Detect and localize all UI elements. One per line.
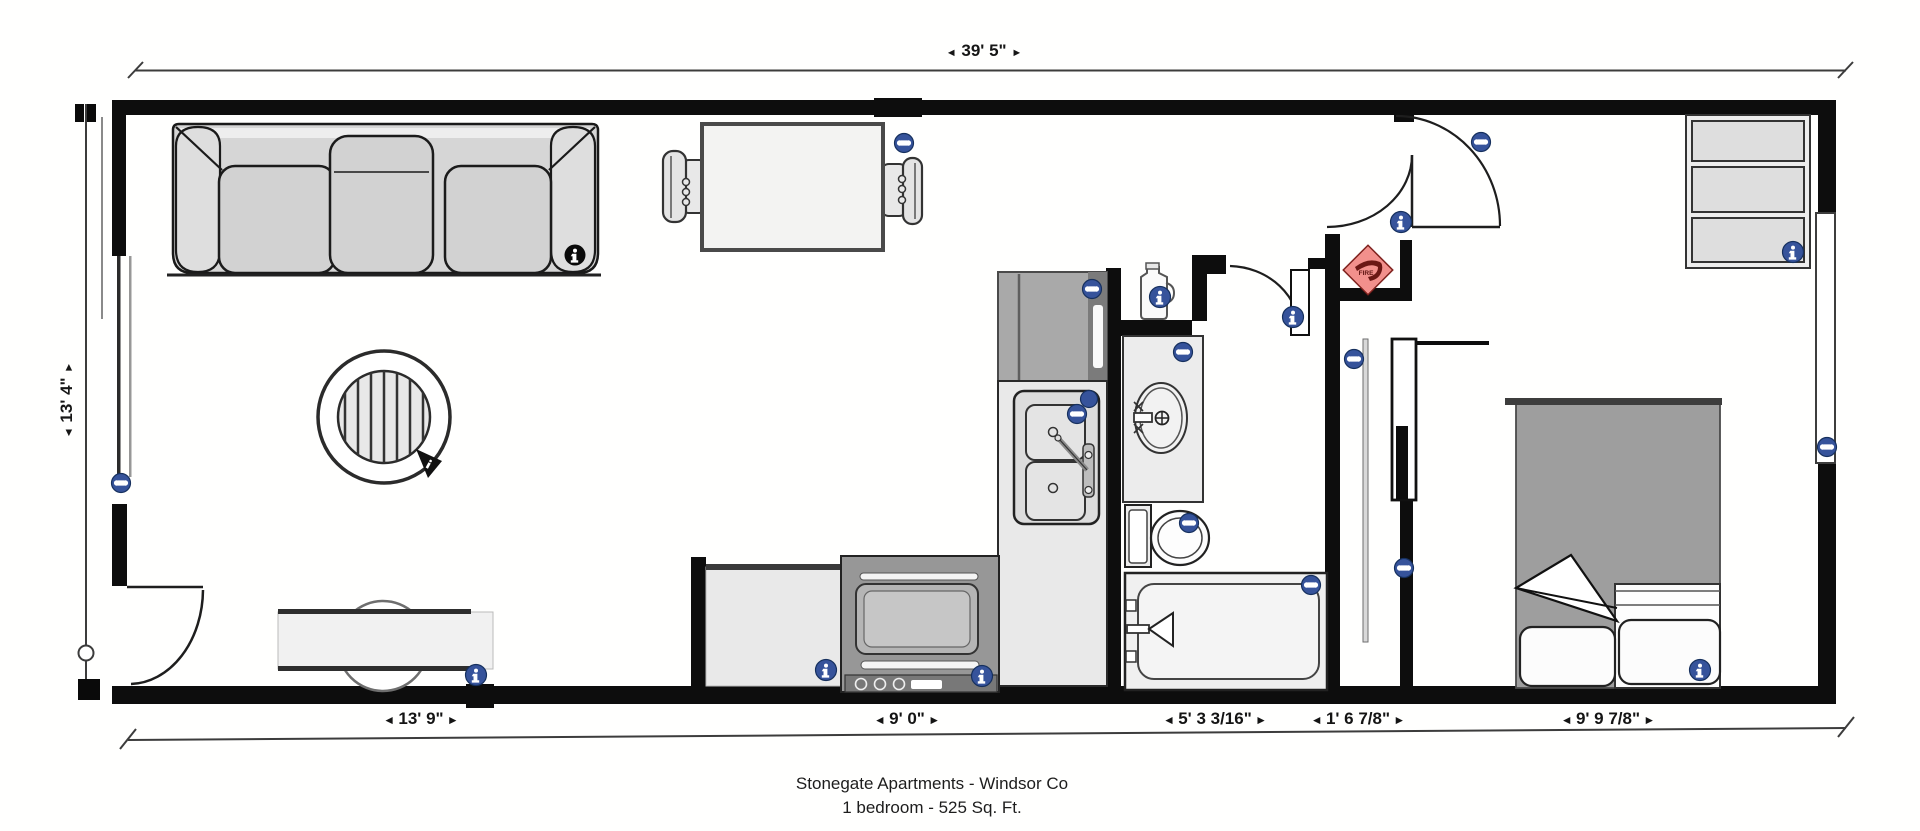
svg-text:◄ 9' 9 7/8" ►: ◄ 9' 9 7/8" ► (1561, 709, 1656, 728)
svg-text:◄ 9' 0" ►: ◄ 9' 0" ► (874, 709, 940, 728)
svg-text:Stonegate Apartments - Windsor: Stonegate Apartments - Windsor Co (796, 774, 1068, 793)
svg-text:◄ 13' 9" ►: ◄ 13' 9" ► (383, 709, 459, 728)
svg-text:◄ 5' 3 3/16" ►: ◄ 5' 3 3/16" ► (1163, 709, 1267, 728)
svg-text:1 bedroom - 525 Sq. Ft.: 1 bedroom - 525 Sq. Ft. (842, 798, 1022, 817)
svg-text:◄ 13' 4" ►: ◄ 13' 4" ► (57, 362, 76, 438)
svg-text:◄ 1' 6 7/8" ►: ◄ 1' 6 7/8" ► (1311, 709, 1406, 728)
svg-text:◄ 39' 5" ►: ◄ 39' 5" ► (946, 41, 1022, 60)
svg-text:FIRE: FIRE (1359, 270, 1374, 277)
